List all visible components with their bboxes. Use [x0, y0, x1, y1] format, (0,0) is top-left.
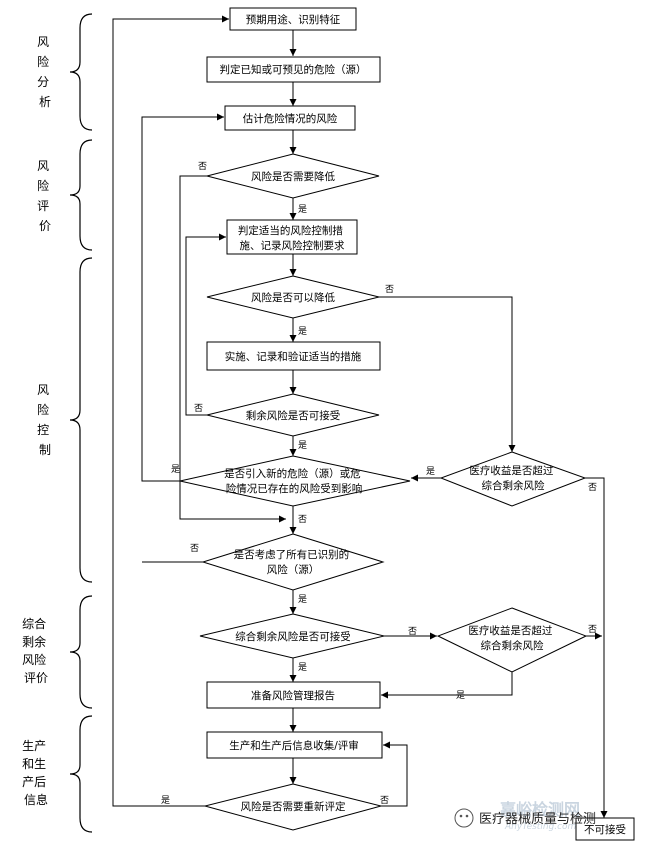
- label-residual-yes: 是: [298, 440, 307, 451]
- node-can-reduce: [206, 275, 380, 319]
- node-benefit-2: [436, 607, 588, 673]
- node-report: [206, 681, 381, 709]
- node-estimate-risk: [224, 105, 356, 131]
- brace-risk-control: [69, 257, 93, 583]
- node-all-considered: [201, 533, 385, 591]
- node-benefit-1-label: 医疗收益是否超过 综合剩余风险: [469, 464, 556, 492]
- node-new-hazards: [179, 455, 411, 507]
- phase-labels: 风 险 分 析 风 险 评 价 风 险 控 制 综合 剩余 风险 评价 生产 和…: [22, 35, 53, 807]
- watermark-account-name: 医疗器械质量与检测: [479, 812, 596, 827]
- label-need-reduce-yes: 是: [298, 204, 307, 215]
- wechat-icon-eye-right: [465, 814, 469, 818]
- brace-risk-evaluation: [69, 139, 93, 251]
- label-overall-no: 否: [408, 626, 417, 637]
- node-overall-acceptable: [199, 613, 385, 659]
- node-residual-acceptable: [206, 393, 380, 437]
- label-new-hazards-no: 否: [298, 514, 307, 525]
- phase-label-production: 生产 和生 产后 信息: [22, 739, 50, 807]
- label-overall-yes: 是: [298, 662, 307, 673]
- label-can-reduce-no: 否: [385, 284, 394, 295]
- node-overall-acceptable-label: 综合剩余风险是否可接受: [235, 630, 351, 643]
- node-benefit-1: [439, 451, 587, 507]
- wechat-icon-eye-left: [459, 814, 463, 818]
- edge-can-reduce-no: [379, 296, 516, 452]
- phase-label-risk-control: 风 险 控 制: [37, 383, 53, 457]
- watermark: 嘉峪检测网 AnyTesting.com: [499, 800, 580, 832]
- flow-nodes: 预期用途、识别特征 判定已知或可预见的危险（源） 估计危险情况的风险 风险是否需…: [179, 7, 635, 841]
- edge-need-reduce-no: [179, 175, 286, 523]
- node-identify-hazards-label: 判定已知或可预见的危险（源）: [220, 63, 367, 76]
- label-all-considered-no: 否: [190, 543, 199, 554]
- node-can-reduce-label: 风险是否可以降低: [251, 291, 335, 304]
- node-estimate-risk-label: 估计危险情况的风险: [243, 112, 338, 125]
- edge-residual-no-loop: [185, 233, 226, 416]
- node-implement-label: 实施、记录和验证适当的措施: [225, 350, 362, 363]
- brace-production: [69, 715, 93, 833]
- label-residual-no: 否: [194, 403, 203, 414]
- label-new-hazards-yes: 是: [171, 464, 180, 475]
- edge-reassess-yes-loop: [112, 15, 229, 807]
- node-benefit-2-label: 医疗收益是否超过 综合剩余风险: [468, 624, 555, 652]
- node-report-label: 准备风险管理报告: [251, 689, 335, 702]
- node-need-reassess: [203, 783, 383, 831]
- label-benefit2-yes: 是: [456, 690, 465, 701]
- node-intended-use: [229, 7, 357, 31]
- watermark-url: AnyTesting.com: [504, 822, 577, 832]
- phase-label-overall-residual: 综合 剩余 风险 评价: [22, 616, 50, 685]
- phase-braces: [69, 13, 93, 833]
- watermark-account: 医疗器械质量与检测: [454, 808, 596, 828]
- label-benefit1-no: 否: [588, 482, 597, 493]
- edge-labels: 否 是 否 是 否 是 是 否 是 否 否 是 否 是 否 是 是 否: [161, 161, 597, 806]
- phase-label-risk-evaluation: 风 险 评 价: [37, 159, 53, 233]
- node-not-accepted-label: 不可接受: [584, 823, 626, 836]
- label-benefit1-yes: 是: [426, 466, 435, 477]
- phase-label-risk-analysis: 风 险 分 析: [37, 35, 53, 109]
- node-need-reassess-label: 风险是否需要重新评定: [241, 800, 346, 813]
- watermark-brand: 嘉峪检测网: [499, 800, 580, 819]
- label-reassess-yes: 是: [161, 795, 170, 806]
- label-all-considered-yes: 是: [298, 594, 307, 605]
- node-new-hazards-label: 是否引入新的危险（源）或危 险情况已存在的风险受到影响: [224, 467, 364, 495]
- node-need-reduce: [206, 153, 380, 199]
- node-all-considered-label: 是否考虑了所有已识别的 风险（源）: [234, 548, 353, 576]
- node-control-measures: [226, 219, 358, 255]
- label-can-reduce-yes: 是: [298, 326, 307, 337]
- label-need-reduce-no: 否: [198, 161, 207, 172]
- node-need-reduce-label: 风险是否需要降低: [251, 170, 335, 183]
- node-intended-use-label: 预期用途、识别特征: [246, 13, 341, 26]
- node-not-accepted: [575, 817, 635, 841]
- label-reassess-no: 否: [380, 795, 389, 806]
- brace-risk-analysis: [69, 13, 93, 131]
- node-control-measures-label: 判定适当的风险控制措 施、记录风险控制要求: [238, 224, 346, 252]
- node-identify-hazards: [206, 56, 381, 83]
- wechat-icon: [454, 808, 474, 828]
- edge-benefit1-no: [585, 477, 608, 818]
- node-production-info-label: 生产和生产后信息收集/评审: [229, 739, 359, 752]
- label-benefit2-no: 否: [588, 624, 597, 635]
- node-production-info: [206, 731, 383, 759]
- edge-reassess-no-loop: [381, 741, 408, 807]
- edge-benefit2-yes: [381, 672, 513, 699]
- node-residual-acceptable-label: 剩余风险是否可接受: [246, 409, 341, 422]
- brace-overall-residual: [69, 595, 93, 709]
- edge-new-hazards-yes: [141, 113, 224, 482]
- node-implement: [206, 341, 381, 371]
- flow-edges: [112, 15, 608, 818]
